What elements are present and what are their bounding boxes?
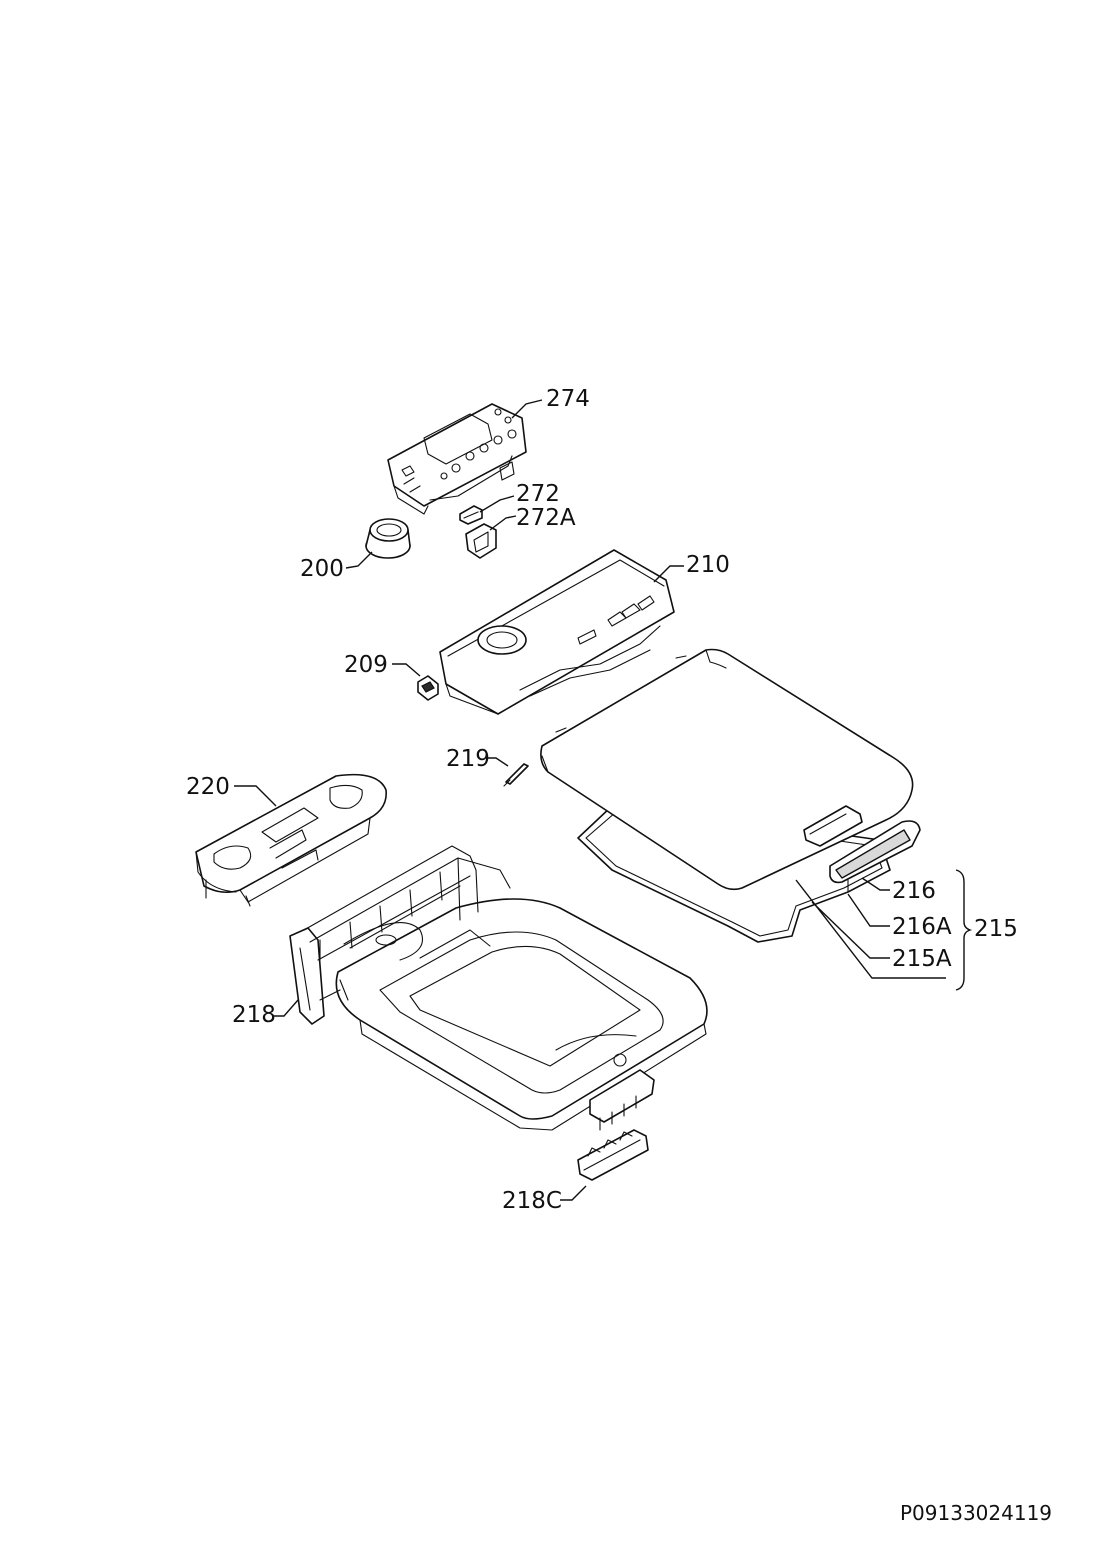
part-216-lid-handle	[829, 820, 921, 884]
callout-272: 272	[516, 481, 560, 507]
part-272-connector	[459, 505, 483, 525]
part-219-hinge-pin	[503, 763, 529, 787]
part-218C-connector	[577, 1129, 649, 1181]
part-272A-bracket	[465, 523, 497, 559]
callout-209: 209	[344, 652, 388, 678]
leader-lines	[234, 399, 946, 1201]
drawing-code: P09133024119	[900, 1501, 1052, 1525]
callout-219: 219	[446, 746, 490, 772]
part-220-dispenser	[195, 773, 387, 907]
callout-218: 218	[232, 1002, 276, 1028]
group-brace-215	[955, 869, 973, 991]
callout-220: 220	[186, 774, 230, 800]
callout-274: 274	[546, 386, 590, 412]
callout-210: 210	[686, 552, 730, 578]
callout-218C: 218C	[502, 1188, 562, 1214]
callout-200: 200	[300, 556, 344, 582]
part-274-control-board	[387, 403, 527, 515]
part-218-top-frame	[289, 845, 708, 1131]
callout-216A: 216A	[892, 914, 952, 940]
callout-272A: 272A	[516, 505, 576, 531]
part-210-panel-cover	[439, 549, 675, 715]
callout-215: 215	[974, 916, 1018, 942]
callout-labels: 274 272 272A 200 210 209 219 220 216 216…	[186, 386, 1018, 1214]
callout-216: 216	[892, 878, 936, 904]
part-200-knob	[365, 518, 411, 559]
part-lid	[540, 648, 914, 891]
callout-215A: 215A	[892, 946, 952, 972]
part-209-button	[417, 675, 439, 701]
